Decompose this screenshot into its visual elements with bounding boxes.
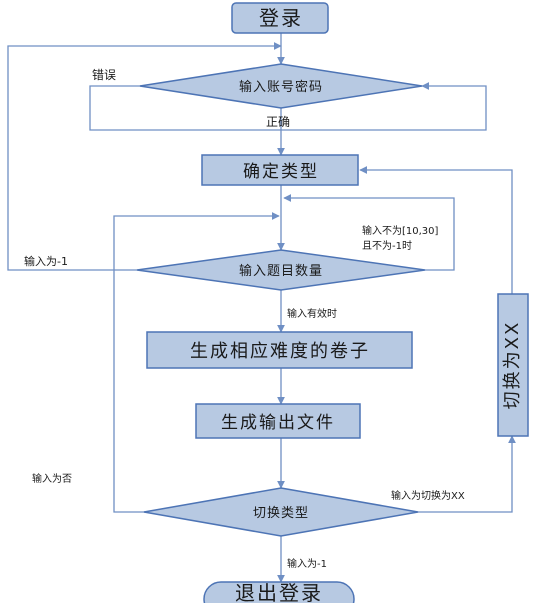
- edge-label-valid: 输入有效时: [287, 307, 337, 320]
- node-input-account: [139, 63, 423, 109]
- edge-error-loop: [89, 85, 281, 131]
- edge-no-to-count: [113, 212, 280, 513]
- input-account-label: 输入账号密码: [239, 79, 323, 95]
- switch-to-xx-label: 切换为XX: [502, 321, 523, 410]
- node-determine-type: [201, 154, 359, 186]
- edge-invalid-loop: [283, 194, 455, 271]
- node-logout: [203, 581, 355, 608]
- login-label: 登录: [259, 6, 303, 30]
- edge-switch-to-xx: [418, 435, 516, 513]
- node-switch-type: [143, 487, 419, 537]
- determine-type-label: 确定类型: [243, 162, 319, 182]
- edge-label-correct: 正确: [266, 115, 290, 129]
- edge-label-invalid-1: 输入不为[10,30]: [362, 224, 439, 237]
- edge-label-invalid-2: 且不为-1时: [362, 240, 412, 252]
- edge-xx-to-type: [359, 166, 513, 294]
- edge-minus1-to-login: [7, 42, 282, 271]
- edge-label-error: 错误: [92, 68, 116, 82]
- node-generate-paper: [146, 331, 413, 369]
- node-switch-to-xx: [497, 293, 529, 437]
- generate-file-label: 生成输出文件: [221, 413, 335, 433]
- input-count-label: 输入题目数量: [239, 263, 323, 279]
- connectors: [7, 33, 516, 583]
- edge-label-switch-xx: 输入为切换为XX: [391, 489, 465, 502]
- logout-label: 退出登录: [235, 581, 323, 603]
- node-generate-file: [195, 403, 361, 439]
- edge-label-no: 输入为否: [32, 472, 72, 485]
- edge-label-minus1-bottom: 输入为-1: [287, 557, 327, 570]
- edge-label-minus1-top: 输入为-1: [24, 254, 68, 268]
- node-input-count: [136, 249, 426, 291]
- node-login: [231, 2, 329, 34]
- edge-correct-loop: [281, 82, 487, 131]
- switch-type-label: 切换类型: [253, 506, 309, 521]
- generate-paper-label: 生成相应难度的卷子: [190, 341, 370, 362]
